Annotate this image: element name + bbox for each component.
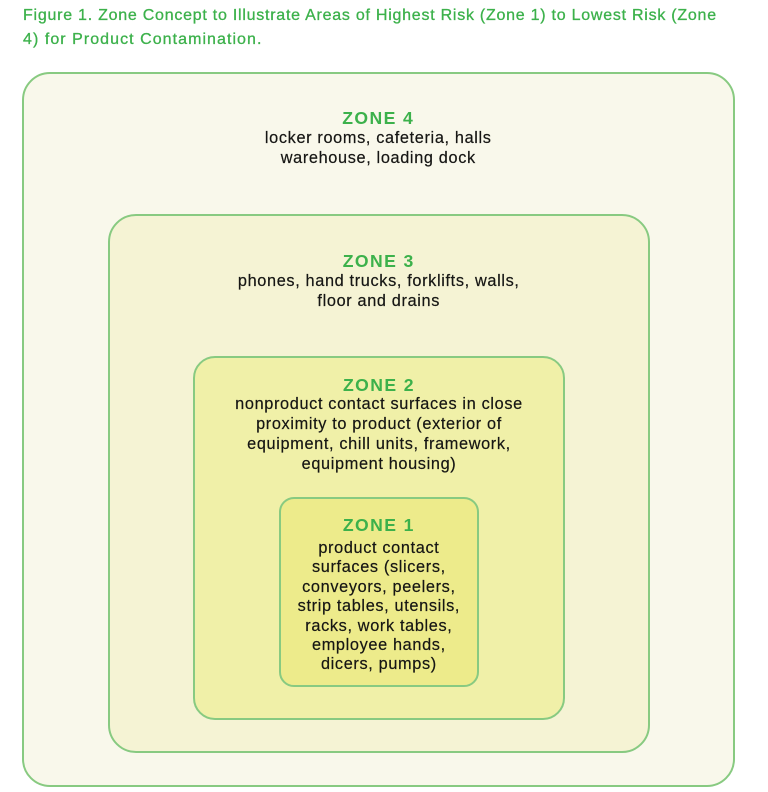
zone2-box: ZONE 2 nonproduct contact surfaces in cl… — [193, 355, 565, 720]
text-line: locker rooms, cafeteria, halls — [264, 128, 492, 147]
text-line: phones, hand trucks, forklifts, walls, — [237, 271, 520, 290]
zone3-content: ZONE 3 phones, hand trucks, forklifts, w… — [110, 251, 649, 310]
zone3-heading: ZONE 3 — [342, 251, 415, 272]
text-line: strip tables, utensils, — [297, 597, 461, 616]
zone2-heading: ZONE 2 — [343, 375, 415, 395]
zone2-content: ZONE 2 nonproduct contact surfaces in cl… — [195, 375, 563, 474]
text-line: warehouse, loading dock — [280, 148, 476, 167]
text-line: nonproduct contact surfaces in close — [235, 394, 523, 413]
zone3-box: ZONE 3 phones, hand trucks, forklifts, w… — [107, 214, 650, 753]
text-line: employee hands, — [312, 635, 446, 654]
text-line: proximity to product (exterior of — [256, 414, 502, 433]
text-line: dicers, pumps) — [320, 655, 437, 674]
text-line: equipment housing) — [301, 454, 457, 473]
text-line: floor and drains — [317, 291, 441, 310]
text-line: equipment, chill units, framework, — [247, 434, 511, 453]
zone1-heading: ZONE 1 — [342, 514, 415, 535]
text-line: product contact — [318, 538, 440, 557]
text-line: racks, work tables, — [305, 616, 453, 635]
zone4-heading: ZONE 4 — [342, 108, 415, 129]
text-line: Figure 1. Zone Concept to Illustrate Are… — [23, 6, 717, 24]
figure-caption: Figure 1. Zone Concept to Illustrate Are… — [23, 4, 743, 53]
text-line: 4) for Product Contamination. — [23, 31, 263, 49]
zone3-description: phones, hand trucks, forklifts, walls,fl… — [110, 271, 649, 311]
text-line: conveyors, peelers, — [302, 577, 456, 596]
text-line: surfaces (slicers, — [311, 558, 446, 577]
